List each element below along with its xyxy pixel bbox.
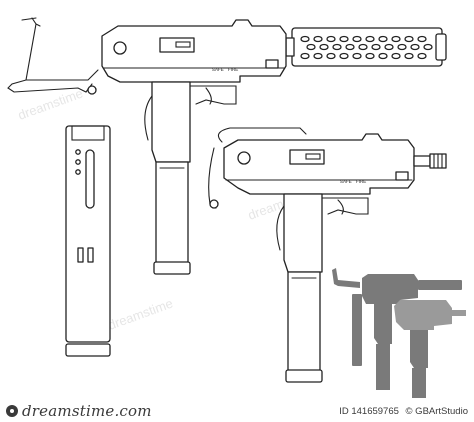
suppressor-mount — [285, 37, 295, 57]
suppressor-cap — [435, 33, 447, 61]
magazine-baseplate — [153, 261, 191, 275]
ejection-port — [159, 37, 195, 53]
suppressor-holes — [300, 35, 433, 60]
spare-magazine-lips — [71, 125, 105, 141]
image-id: ID 141659765 — [339, 405, 399, 417]
front-sight-block — [395, 171, 409, 181]
credits: ID 141659765 © GBArtStudio — [335, 406, 468, 417]
magazine — [155, 161, 189, 265]
front-sight-block — [265, 59, 279, 69]
silhouette-spare-magazine — [352, 294, 362, 366]
gun-short-barrel: SAFE FIRE — [208, 127, 447, 383]
silhouette-suppressor — [418, 280, 462, 290]
trigger — [337, 199, 344, 215]
spare-magazine-hole — [75, 169, 81, 175]
spare-magazine-hole — [75, 149, 81, 155]
trigger-guard — [321, 197, 369, 215]
watermark-tile: dreamstime — [106, 295, 175, 332]
silhouette-magazine — [412, 368, 426, 398]
ejection-port — [289, 149, 325, 165]
stock-latch — [87, 85, 97, 95]
barrel — [413, 155, 431, 167]
silhouette-barrel — [452, 310, 466, 316]
author-credit: © GBArtStudio — [405, 405, 468, 417]
safe-marking: SAFE — [340, 179, 352, 184]
grip-safety — [144, 95, 153, 141]
watermark-bar: dreamstime.com ID 141659765 © GBArtStudi… — [0, 400, 474, 422]
safe-marking: SAFE — [212, 67, 224, 72]
grip — [283, 193, 323, 273]
brand: dreamstime.com — [6, 402, 152, 420]
bolt-handle — [175, 41, 191, 48]
silhouette-gun-short — [394, 300, 466, 398]
spare-magazine-slot — [77, 247, 84, 263]
spare-magazine-window — [85, 149, 95, 209]
stock-latch — [209, 199, 219, 209]
trigger — [205, 87, 212, 105]
fire-marking: FIRE — [356, 179, 366, 184]
grip-safety — [276, 205, 285, 251]
rear-sight — [113, 41, 127, 55]
magazine-baseplate — [285, 369, 323, 383]
trigger-guard — [189, 85, 237, 105]
grip — [151, 81, 191, 163]
silhouette-gun-suppressed — [332, 268, 462, 390]
dreamstime-logo-icon — [6, 405, 18, 417]
folding-stock — [7, 17, 99, 93]
magazine — [287, 271, 321, 373]
spare-magazine-slot — [87, 247, 94, 263]
spare-magazine — [65, 125, 111, 357]
brand-name: dreamstime.com — [22, 402, 152, 420]
spare-magazine-hole — [75, 159, 81, 165]
fire-marking: FIRE — [228, 67, 238, 72]
gun-with-suppressor: SAFE FIRE — [7, 17, 447, 275]
silhouette-magazine — [376, 344, 390, 390]
rear-sight — [237, 151, 251, 165]
spare-magazine-baseplate — [65, 343, 111, 357]
bolt-handle — [305, 153, 321, 160]
